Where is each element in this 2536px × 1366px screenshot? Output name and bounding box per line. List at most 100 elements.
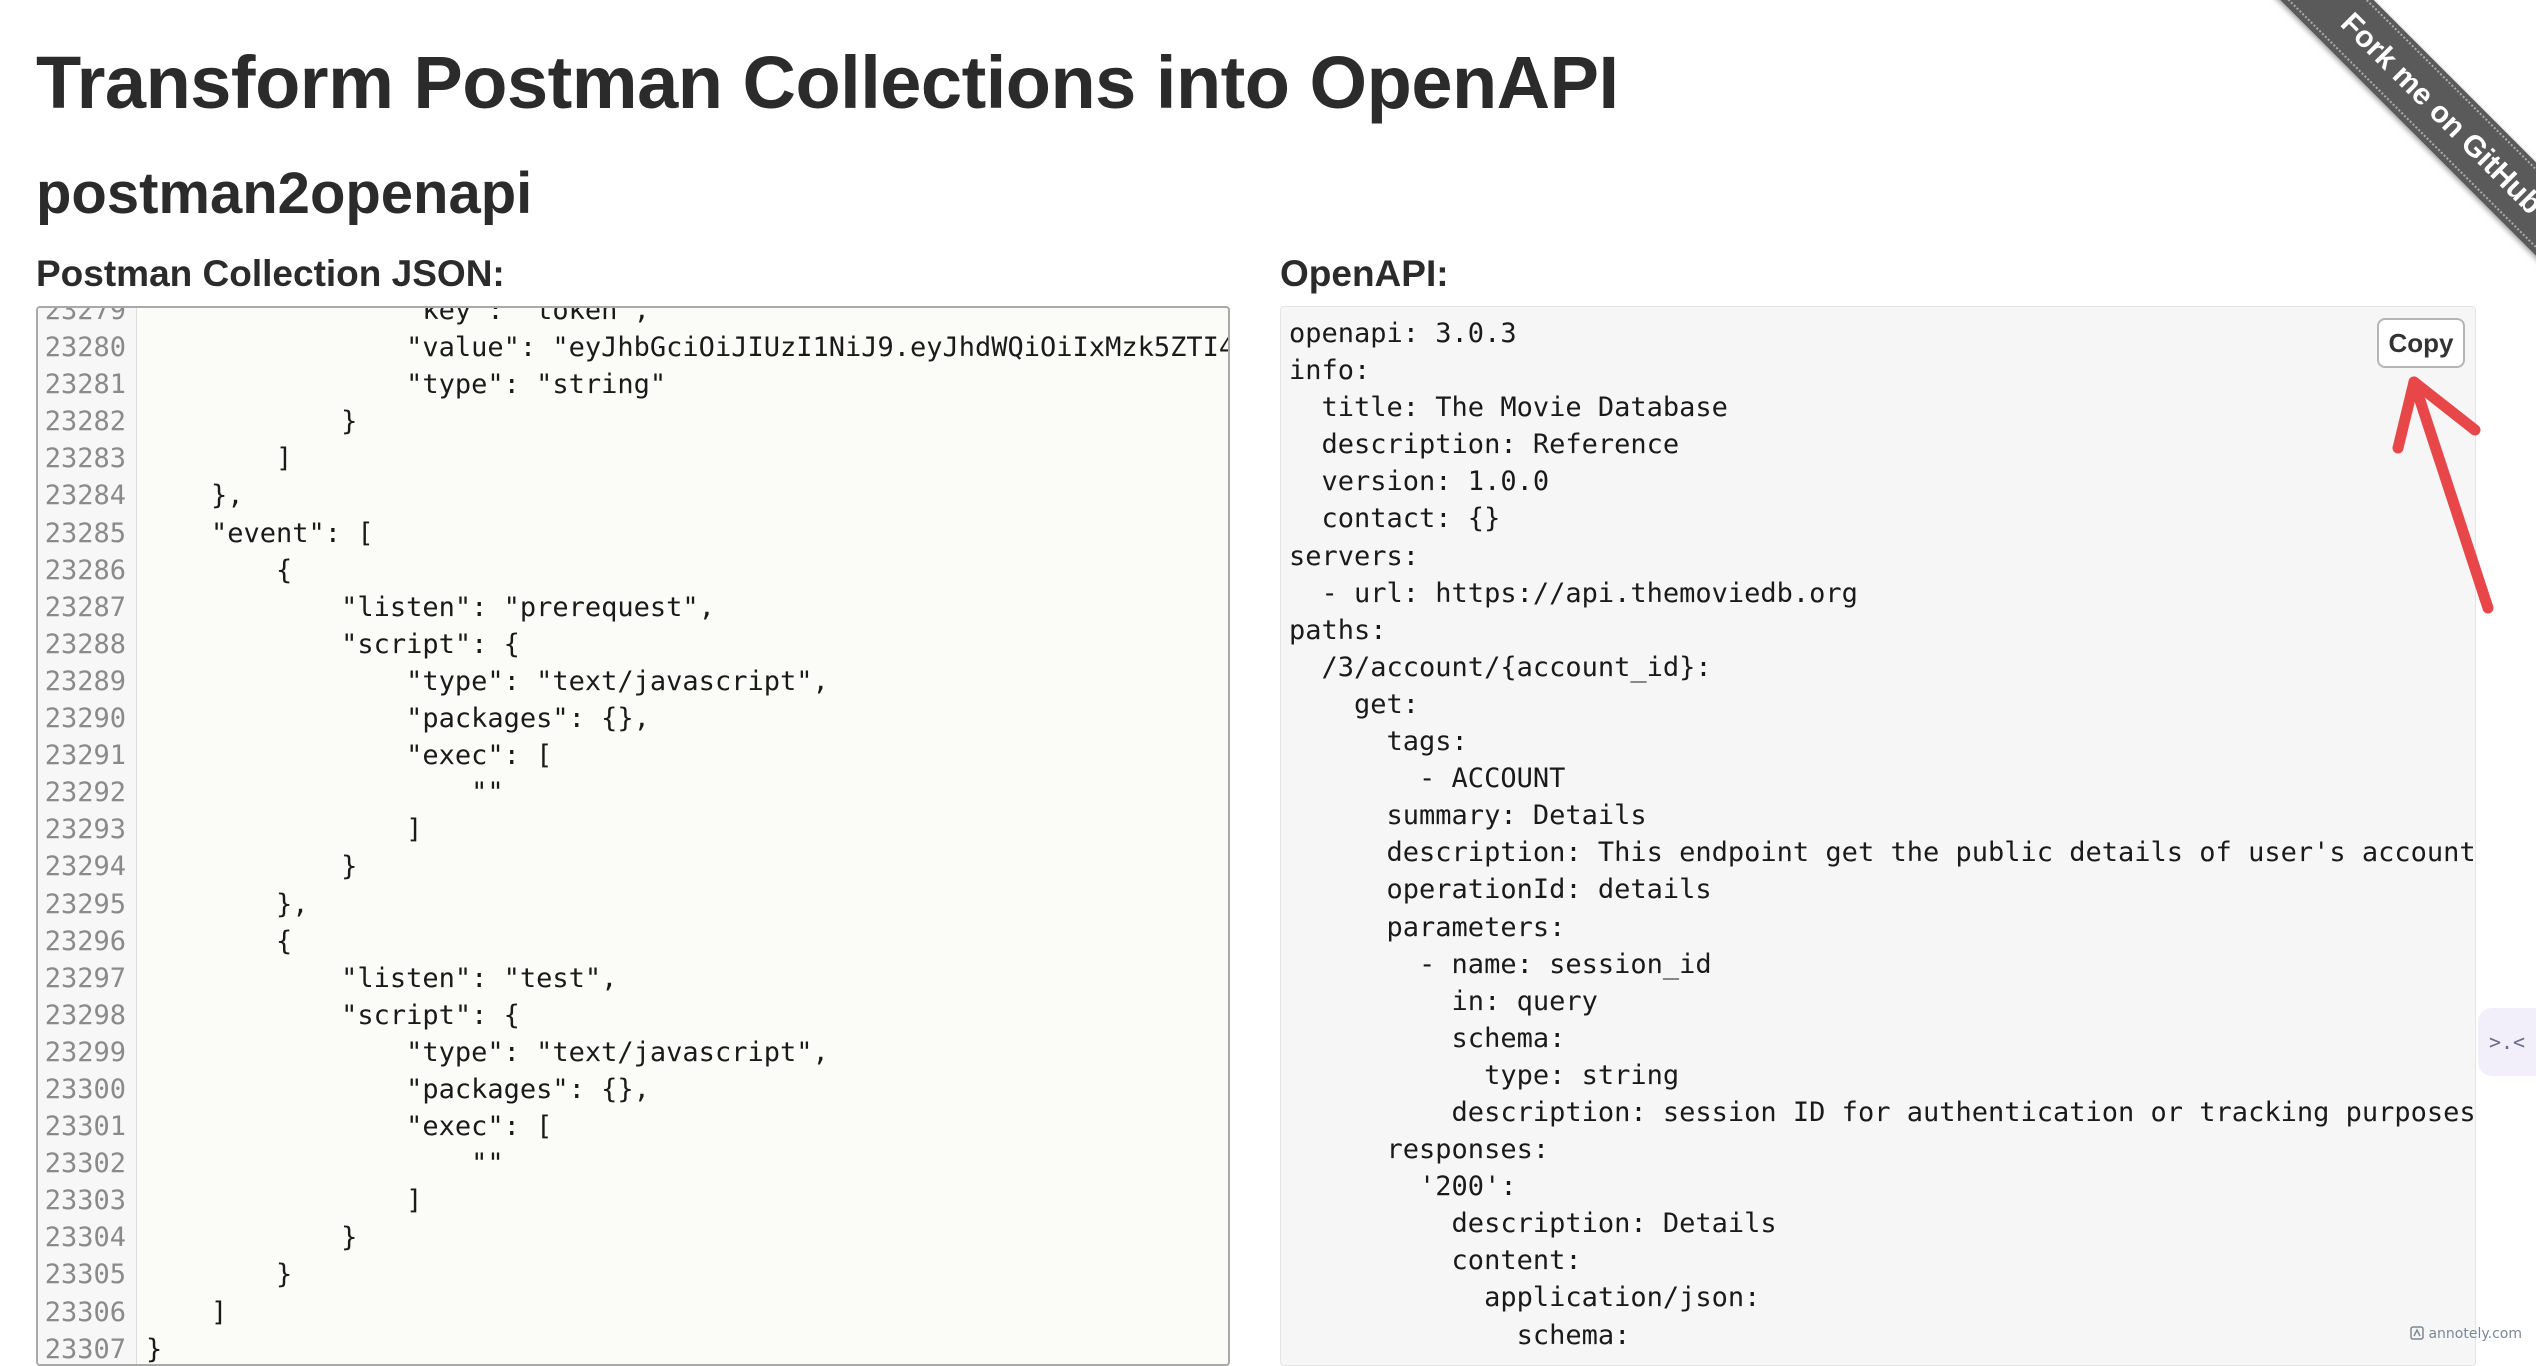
editor-code-lines[interactable]: 23279 "key": "token",23280 "value": "eyJ… [38, 306, 1228, 1365]
yaml-line: schema: [1289, 1022, 1566, 1054]
editor-line: 23296 { [38, 923, 1228, 960]
editor-line: 23291 "exec": [ [38, 737, 1228, 774]
yaml-line: servers: [1289, 540, 1420, 572]
yaml-line: type: string [1289, 1059, 1680, 1091]
line-text: } [146, 1333, 163, 1365]
line-text: { [146, 925, 293, 957]
line-text: "script": { [146, 999, 520, 1031]
yaml-line: schema: [1289, 1319, 1631, 1351]
yaml-line: info: [1289, 355, 1371, 387]
editor-line: 23301 "exec": [ [38, 1108, 1228, 1145]
line-text: ] [146, 814, 423, 846]
editor-line: 23287 "listen": "prerequest", [38, 589, 1228, 626]
line-number: 23292 [44, 777, 126, 809]
editor-line: 23298 "script": { [38, 997, 1228, 1034]
editor-line: 23288 "script": { [38, 626, 1228, 663]
editor-line: 23284 }, [38, 477, 1228, 514]
editor-line: 23280 "value": "eyJhbGciOiJIUzI1NiJ9.eyJ… [38, 329, 1228, 366]
editor-line: 23293 ] [38, 811, 1228, 848]
postman-json-editor[interactable]: 23279 "key": "token",23280 "value": "eyJ… [36, 306, 1230, 1366]
yaml-line: '200': [1289, 1171, 1517, 1203]
line-number: 23305 [44, 1259, 126, 1291]
line-number: 23297 [44, 962, 126, 994]
editor-line: 23286 { [38, 552, 1228, 589]
yaml-line: content: [1289, 1245, 1582, 1277]
side-tab-glyph: >.< [2488, 1030, 2526, 1054]
line-number-gutter [38, 308, 137, 1364]
yaml-line: summary: Details [1289, 800, 1647, 832]
line-text: "key": "token", [146, 306, 650, 326]
line-number: 23289 [44, 665, 126, 697]
line-number: 23293 [44, 814, 126, 846]
annotation-arrow-icon [2392, 376, 2494, 614]
yaml-line: get: [1289, 688, 1420, 720]
copy-button[interactable]: Copy [2377, 318, 2465, 368]
line-text: "" [146, 777, 504, 809]
line-number: 23299 [44, 1036, 126, 1068]
yaml-line: description: session ID for authenticati… [1289, 1096, 2476, 1128]
line-text: "exec": [ [146, 1111, 553, 1143]
editor-line: 23300 "packages": {}, [38, 1071, 1228, 1108]
fork-me-on-github-ribbon[interactable]: Fork me on GitHub [2267, 0, 2536, 288]
line-text: }, [146, 480, 244, 512]
line-text: } [146, 406, 358, 438]
editor-line: 23305 } [38, 1256, 1228, 1293]
line-text: } [146, 1259, 293, 1291]
line-number: 23290 [44, 703, 126, 735]
line-text: "value": "eyJhbGciOiJIUzI1NiJ9.eyJhdWQiO… [146, 332, 1230, 364]
yaml-line: contact: {} [1289, 503, 1501, 535]
line-text: { [146, 554, 293, 586]
yaml-line: /3/account/{account_id}: [1289, 651, 1712, 683]
line-number: 23301 [44, 1111, 126, 1143]
line-number: 23295 [44, 888, 126, 920]
line-text: ] [146, 1185, 423, 1217]
yaml-line: paths: [1289, 614, 1387, 646]
line-number: 23286 [44, 554, 126, 586]
line-text: } [146, 1222, 358, 1254]
line-number: 23304 [44, 1222, 126, 1254]
line-text: "listen": "prerequest", [146, 591, 715, 623]
editor-line: 23303 ] [38, 1182, 1228, 1219]
yaml-line: - name: session_id [1289, 948, 1712, 980]
editor-line: 23297 "listen": "test", [38, 960, 1228, 997]
editor-line: 23283 ] [38, 440, 1228, 477]
editor-line: 23282 } [38, 403, 1228, 440]
yaml-line: openapi: 3.0.3 [1289, 318, 1517, 349]
line-number: 23296 [44, 925, 126, 957]
line-number: 23280 [44, 332, 126, 364]
line-number: 23287 [44, 591, 126, 623]
yaml-line: responses: [1289, 1134, 1550, 1166]
line-text: ] [146, 1296, 228, 1328]
annotely-logo-icon [2410, 1326, 2424, 1340]
editor-line: 23295 }, [38, 886, 1228, 923]
line-number: 23288 [44, 628, 126, 660]
floating-extension-tab[interactable]: >.< [2478, 1008, 2536, 1076]
line-text: "exec": [ [146, 740, 553, 772]
line-number: 23306 [44, 1296, 126, 1328]
yaml-line: description: Reference [1289, 429, 1680, 461]
yaml-line: description: Details [1289, 1208, 1777, 1240]
line-number: 23291 [44, 740, 126, 772]
yaml-line: - ACCOUNT [1289, 763, 1566, 795]
yaml-line: parameters: [1289, 911, 1566, 943]
line-text: "script": { [146, 628, 520, 660]
editor-line: 23306 ] [38, 1294, 1228, 1331]
line-number: 23284 [44, 480, 126, 512]
editor-line: 23290 "packages": {}, [38, 700, 1228, 737]
line-text: } [146, 851, 358, 883]
yaml-line: in: query [1289, 985, 1598, 1017]
line-number: 23281 [44, 369, 126, 401]
line-number: 23303 [44, 1185, 126, 1217]
editor-line: 23279 "key": "token", [38, 306, 1228, 329]
editor-line: 23307} [38, 1331, 1228, 1365]
editor-line: 23292 "" [38, 774, 1228, 811]
input-panel-label: Postman Collection JSON: [36, 253, 505, 294]
yaml-line: tags: [1289, 726, 1468, 758]
line-number: 23307 [44, 1333, 126, 1365]
yaml-line: description: This endpoint get the publi… [1289, 837, 2476, 869]
line-text: "packages": {}, [146, 703, 650, 735]
watermark-text: annotely.com [2428, 1326, 2522, 1342]
editor-line: 23304 } [38, 1219, 1228, 1256]
